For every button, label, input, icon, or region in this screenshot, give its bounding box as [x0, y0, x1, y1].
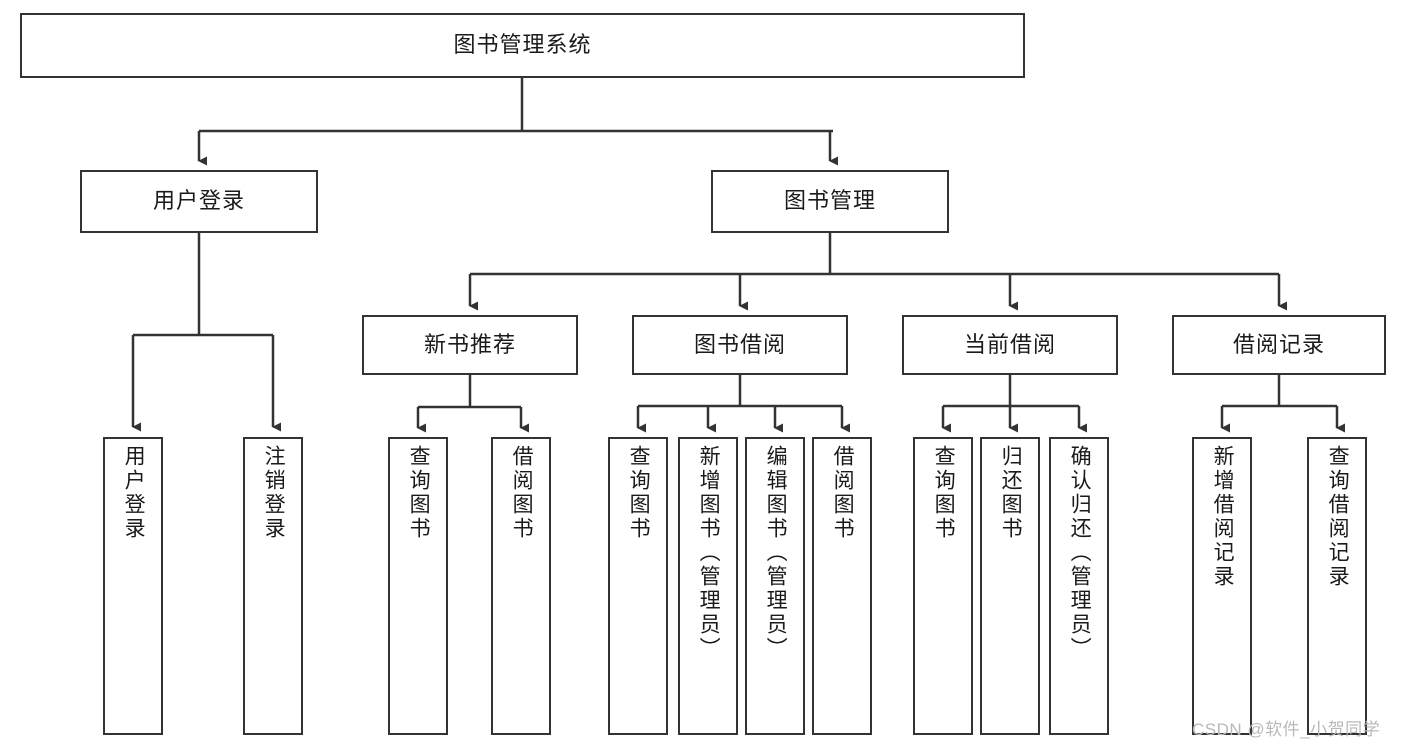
leaf-label: 新增借阅记录	[1211, 445, 1235, 589]
leaf-label: 借阅图书	[510, 445, 534, 541]
node-book-management[interactable]: 图书管理	[711, 170, 949, 233]
leaf-borrow-book-2[interactable]: 借阅图书	[812, 437, 872, 735]
node-user-login[interactable]: 用户登录	[80, 170, 318, 233]
leaf-logout-login[interactable]: 注销登录	[243, 437, 303, 735]
node-book-borrow[interactable]: 图书借阅	[632, 315, 848, 375]
leaf-query-book-1[interactable]: 查询图书	[388, 437, 448, 735]
leaf-label: 查询图书	[932, 445, 956, 541]
leaf-label: 用户登录	[122, 445, 146, 541]
leaf-edit-book[interactable]: 编辑图书（管理员）	[745, 437, 805, 735]
leaf-query-book-2[interactable]: 查询图书	[608, 437, 668, 735]
leaf-label: 新增图书（管理员）	[697, 445, 721, 661]
csdn-watermark: CSDN @软件_小贺同学	[1192, 720, 1381, 739]
leaf-label: 借阅图书	[831, 445, 855, 541]
leaf-add-record[interactable]: 新增借阅记录	[1192, 437, 1252, 735]
leaf-label: 查询图书	[627, 445, 651, 541]
leaf-label: 注销登录	[262, 445, 286, 541]
node-root-system[interactable]: 图书管理系统	[20, 13, 1025, 78]
leaf-query-record[interactable]: 查询借阅记录	[1307, 437, 1367, 735]
node-borrow-record[interactable]: 借阅记录	[1172, 315, 1386, 375]
leaf-borrow-book-1[interactable]: 借阅图书	[491, 437, 551, 735]
leaf-query-book-3[interactable]: 查询图书	[913, 437, 973, 735]
node-new-book-recommend[interactable]: 新书推荐	[362, 315, 578, 375]
leaf-confirm-return[interactable]: 确认归还（管理员）	[1049, 437, 1109, 735]
leaf-label: 确认归还（管理员）	[1068, 445, 1092, 661]
leaf-add-book[interactable]: 新增图书（管理员）	[678, 437, 738, 735]
leaf-label: 查询图书	[407, 445, 431, 541]
node-current-borrow[interactable]: 当前借阅	[902, 315, 1118, 375]
leaf-user-login[interactable]: 用户登录	[103, 437, 163, 735]
leaf-return-book[interactable]: 归还图书	[980, 437, 1040, 735]
leaf-label: 编辑图书（管理员）	[764, 445, 788, 661]
leaf-label: 查询借阅记录	[1326, 445, 1350, 589]
leaf-label: 归还图书	[999, 445, 1023, 541]
